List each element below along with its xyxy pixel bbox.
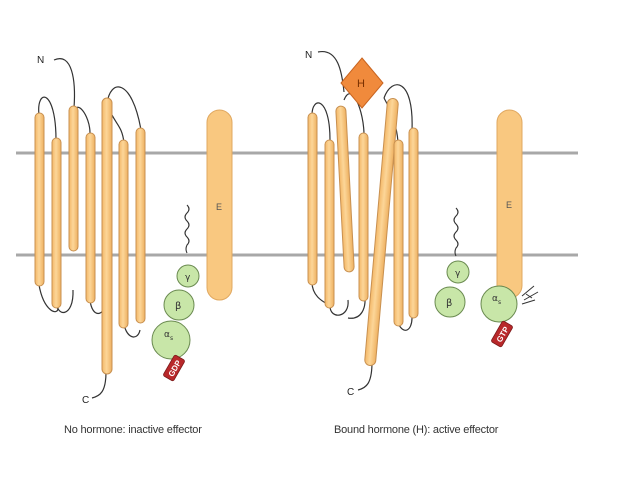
left-helix-7 [135, 127, 146, 324]
left-alpha-subunit [151, 320, 191, 360]
right-alpha-label: α [492, 294, 498, 304]
right-helix-3 [335, 105, 355, 273]
right-hormone-label: H [357, 78, 365, 90]
right-hormone [340, 57, 384, 109]
right-alpha-subscript: s [498, 299, 501, 306]
left-gamma-label: γ [185, 273, 191, 283]
right-helix-5 [364, 98, 399, 367]
left-gamma-subunit [176, 264, 200, 288]
right-beta-subunit [434, 286, 466, 318]
left-helix-5 [101, 97, 113, 375]
right-beta-label: β [446, 298, 452, 309]
right-c-terminus-label: C [347, 387, 354, 398]
right-helix-7 [408, 127, 419, 319]
right-gtp-badge: GTP [491, 320, 513, 348]
right-effector-label: E [506, 200, 512, 210]
left-beta-subunit [163, 289, 195, 321]
right-helix-4 [358, 132, 369, 302]
right-helix-6 [393, 139, 404, 327]
right-activation-rays [521, 285, 539, 305]
right-caption: Bound hormone (H): active effector [334, 424, 499, 436]
left-helix-3 [68, 105, 79, 252]
right-n-terminus-label: N [305, 50, 312, 61]
right-alpha-subunit [480, 285, 518, 323]
right-gamma-anchor-squiggle [453, 207, 459, 257]
left-n-terminus-label: N [37, 55, 44, 66]
right-panel: H N C E γ β α s GTP [305, 50, 539, 398]
left-receptor-helices [34, 97, 146, 375]
left-gamma-anchor-squiggle [184, 204, 190, 254]
right-helix-2 [324, 139, 335, 309]
left-effector-label: E [216, 202, 222, 212]
left-alpha-subscript: s [170, 335, 173, 342]
left-helix-2 [51, 137, 62, 309]
left-alpha-label: α [164, 330, 170, 340]
left-helix-6 [118, 139, 129, 329]
right-gamma-subunit [446, 260, 470, 284]
left-effector [206, 109, 233, 301]
right-gamma-label: γ [455, 269, 461, 279]
left-beta-label: β [175, 301, 181, 312]
left-helix-1 [34, 112, 45, 287]
right-receptor-helices [307, 98, 419, 367]
left-panel: N C E γ β α s GDP [34, 55, 233, 406]
left-caption: No hormone: inactive effector [64, 424, 202, 436]
right-helix-1 [307, 112, 318, 286]
left-c-terminus-label: C [82, 395, 89, 406]
left-helix-4 [85, 132, 96, 304]
